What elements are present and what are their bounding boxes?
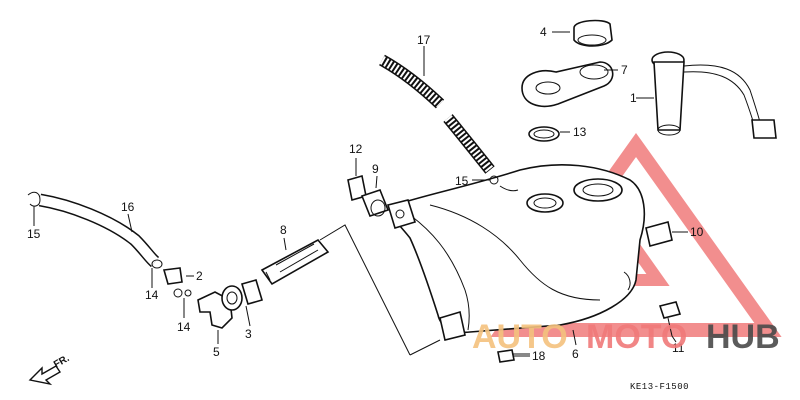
callout-10: 10 [690,225,704,239]
watermark-moto: MOTO [586,318,687,356]
callout-17: 17 [417,33,431,47]
callout-14a: 14 [145,288,159,302]
callout-14b: 14 [177,320,191,334]
callout-15b: 15 [455,174,469,188]
watermark-wordmark: AUTO MOTO HUB [472,318,780,356]
watermark-auto: AUTO [472,318,568,356]
fuel-hose [27,191,163,269]
callout-16: 16 [121,200,135,214]
callout-7: 7 [621,63,628,77]
callout-9: 9 [372,162,379,176]
fuel-unit-sender [651,51,777,139]
mounting-bolts [497,301,682,363]
fuel-strainer [260,238,330,286]
fuel-tank [386,164,646,341]
callout-3: 3 [245,327,252,341]
drawing-code: KE13-F1500 [630,382,689,392]
callout-4: 4 [540,25,547,39]
callout-11: 11 [672,341,685,355]
warning-label [645,221,673,247]
assembly-lines [319,224,441,356]
callout-2: 2 [196,269,203,283]
front-label: FR. [52,353,72,371]
callout-12: 12 [349,142,363,156]
fuel-fitting [162,267,192,298]
fuel-cap-assembly [521,19,614,142]
fuel-cock-elbow [197,279,263,329]
callout-8: 8 [280,223,287,237]
leader-lines [33,31,688,357]
fuel-valve [347,174,390,217]
callout-15a: 15 [27,227,41,241]
front-arrow-icon [28,365,61,386]
callout-numbers: 1 2 3 4 5 6 7 8 9 10 11 12 13 14 14 15 1… [27,25,704,363]
callout-6: 6 [572,347,579,361]
callout-1: 1 [630,91,637,105]
callout-18: 18 [532,349,546,363]
callout-13: 13 [573,125,587,139]
front-direction-indicator: FR. [28,353,72,386]
breather-hose [379,54,499,185]
watermark-hub: HUB [706,318,780,356]
callout-5: 5 [213,345,220,359]
